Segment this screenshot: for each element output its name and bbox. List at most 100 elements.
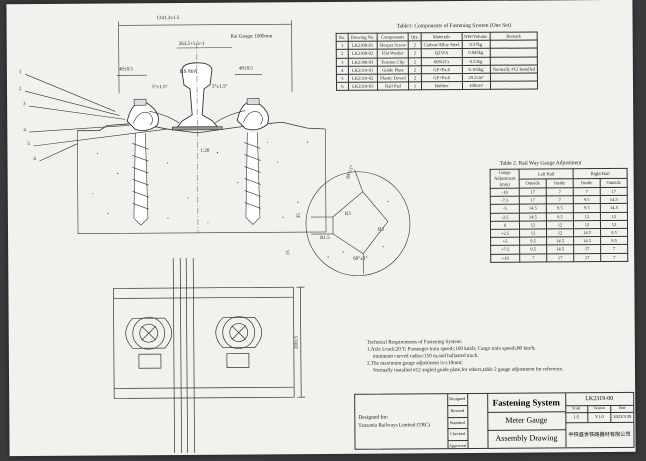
role-standard: Standard (447, 417, 468, 430)
table-cell: 12 (546, 220, 574, 229)
requirement-line: Normally installed #12 angled guide plat… (372, 366, 564, 374)
detail-circle (305, 169, 411, 277)
table-cell: 14.5 (600, 203, 628, 213)
rail-gauge-label: Rai Gauge: 1000mm (230, 34, 273, 40)
table-cell: 9.5 (600, 228, 628, 237)
table-cell: 12 (600, 211, 628, 221)
table-cell: 0.53kg (461, 56, 491, 66)
table-cell: 12 (573, 220, 601, 229)
table-cell: 17 (600, 187, 628, 196)
role-revised: Revised (447, 405, 468, 418)
table-cell: -10 (490, 188, 520, 197)
table-cell: 12 (546, 228, 574, 238)
table-cell: 9.5 (600, 236, 628, 245)
table-cell: 12 (600, 220, 628, 229)
plate-length-dimension: 200±3 (294, 336, 300, 350)
technical-requirements: Technical Requirements of Fastening Syst… (367, 338, 627, 375)
callout-2: 2 (19, 87, 22, 93)
drawing-title: Fastening System (487, 393, 566, 413)
overall-dimension: 1341.3±1.5 (156, 15, 180, 22)
table-cell: +7.5 (490, 245, 520, 254)
table-cell: Flat Washer (377, 49, 409, 58)
column-header: Qty. (408, 32, 422, 42)
table-cell: 7 (546, 187, 574, 197)
drawing-info-cell: LK2319-00 Scale Version Date 1:5 V1.0 20… (565, 392, 634, 447)
table-cell: 14.5 (546, 245, 574, 254)
client-name: Tanzania Railways Limited (TRC) (358, 422, 431, 429)
table-cell: 0.045kg (461, 48, 490, 58)
table-cell: Carbon/Alloy Steel (421, 40, 462, 50)
table-cell: 29.2cm³ (461, 73, 491, 82)
detail-r3: R1.5 (320, 235, 330, 242)
table-cell: 17 (519, 187, 547, 197)
column-header: Right Rail (573, 168, 628, 179)
table-cell: LK2308-02 (348, 49, 378, 58)
table-cell: 2 (408, 65, 422, 74)
table-cell: GF+Pa.6 (421, 73, 463, 82)
table-cell: 6 (336, 82, 349, 91)
table-cell: -5 (490, 204, 520, 213)
table-cell: LK2319-02 (348, 74, 378, 83)
table-cell: 1 (408, 81, 422, 91)
title-block: Designed for: Tanzania Railways Limited … (354, 391, 635, 450)
table-cell: 2 (408, 40, 422, 50)
table-cell: LK2319-01 (348, 65, 378, 75)
table-cell: 14.5 (600, 195, 628, 204)
roles-column: Designed Revised Standard Checked Approv… (447, 393, 469, 449)
table-cell: 9.5 (546, 204, 574, 213)
document-type: Assembly Drawing (495, 433, 558, 443)
column-header: Drawing No. (347, 33, 377, 42)
table-cell: GF+Pa.6 (421, 65, 462, 74)
callout-4: 4 (23, 128, 26, 134)
callout-3: 3 (23, 102, 26, 108)
table-cell: 7 (600, 244, 628, 254)
table-cell: 14.5 (573, 228, 601, 237)
table-cell: 7 (519, 253, 547, 262)
title-cell: Fastening System Meter Gauge Assembly Dr… (487, 393, 567, 448)
table-cell: +10 (490, 253, 520, 263)
table-cell: 12 (573, 212, 601, 221)
info-values-row: 1:5 V1.0 2023/3/29 (565, 411, 634, 424)
table-cell: +2.5 (490, 229, 520, 238)
table-cell: 4 (336, 66, 349, 75)
role-designed: Designed (447, 393, 468, 406)
table-cell: 9.5 (546, 212, 574, 221)
table-cell: 5 (336, 74, 349, 83)
detail-r2: R3 (377, 227, 384, 233)
callout-6: 6 (33, 156, 37, 163)
plan-view-drawing (113, 257, 306, 454)
table-cell: Rail Pad (377, 82, 409, 91)
table-cell: 0.165kg (461, 65, 491, 74)
role-approved: Approved (449, 443, 466, 449)
table-cell: 14.5 (519, 204, 547, 213)
column-header: Gauge Adjustment (mm) (490, 169, 520, 189)
table-cell: Tension Clip (377, 57, 409, 66)
date-value: 2023/3/29 (613, 413, 632, 419)
left-clip-angle: 5°±1.5° (151, 85, 168, 91)
table-cell: 60Si2Cr (421, 57, 462, 66)
table-cell: 100cm³ (462, 81, 491, 90)
cant-label: 1:20 (200, 148, 210, 154)
table-cell: 2 (336, 49, 349, 58)
table-cell: Guide Plate (377, 65, 409, 75)
column-header: Outside (600, 177, 628, 188)
table-cell: 1 (336, 41, 349, 50)
table1-caption: Table1: Components of Fastening System (… (396, 22, 512, 30)
table-cell: 0.57kg (461, 40, 490, 49)
table-cell: 7 (600, 252, 628, 262)
table-cell: -7.5 (490, 196, 520, 205)
column-header: Inside (546, 178, 574, 188)
column-header: Outside (519, 178, 547, 189)
table-cell: Q235A (421, 48, 462, 58)
table-cell: 17 (573, 253, 601, 262)
drawing-sheet: 1341.3±1.5 Rai Gauge: 1000mm 263.5+1.5/-… (6, 0, 636, 457)
callout-5: 5 (27, 142, 30, 148)
column-header: Left Rail (519, 168, 574, 179)
table-cell: 14.5 (573, 236, 601, 246)
table-cell: LK2319-03 (348, 82, 378, 91)
column-header: Materials (421, 32, 462, 41)
right-offset-dimension: 48±0.5 (238, 66, 253, 72)
table-cell: 9.5 (573, 195, 601, 205)
